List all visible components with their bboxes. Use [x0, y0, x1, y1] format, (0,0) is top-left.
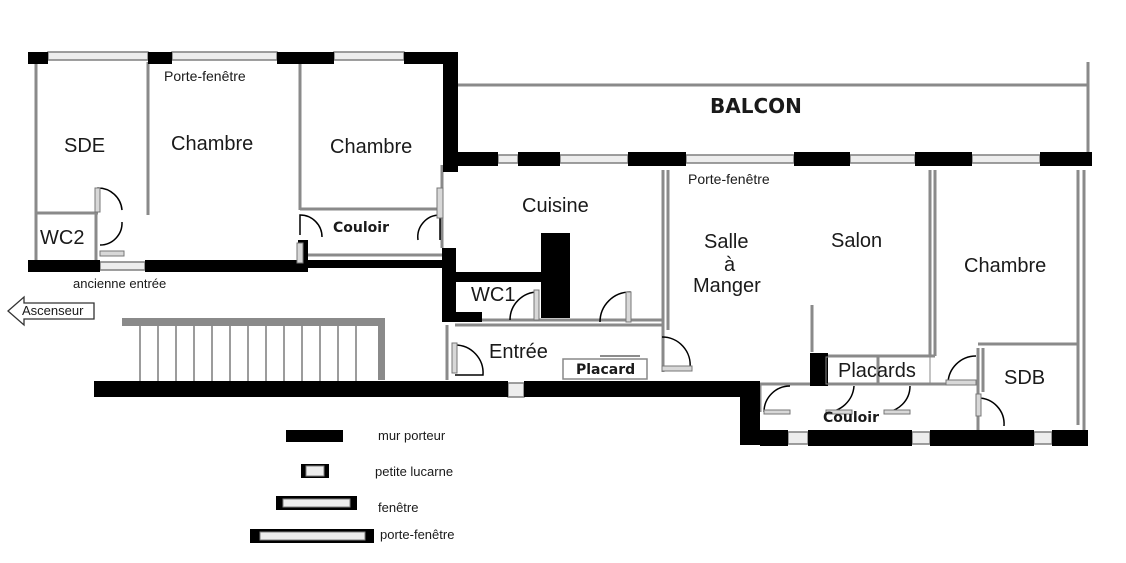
room-cuisine: Cuisine — [522, 195, 589, 217]
room-placards: Placards — [838, 360, 916, 382]
legend-swatch-mur — [286, 430, 343, 442]
legend-swatch-fenetre — [276, 496, 357, 510]
room-wc1: WC1 — [471, 284, 516, 306]
legend-swatch-porte-fenetre — [250, 529, 374, 543]
load-bearing-walls — [28, 52, 1092, 446]
legend-label-mur: mur porteur — [378, 428, 446, 443]
room-chambre-e: Chambre — [964, 255, 1047, 277]
ascenseur-label: Ascenseur — [22, 303, 84, 318]
room-salon: Salon — [831, 230, 883, 252]
room-sde: SDE — [64, 135, 106, 157]
porte-fenetre-label-e: Porte-fenêtre — [688, 171, 770, 187]
room-couloir-w: Couloir — [333, 220, 389, 236]
legend-label-porte-fenetre: porte-fenêtre — [380, 527, 455, 542]
placards-box — [825, 356, 931, 385]
elevator-arrow-icon — [7, 295, 95, 327]
room-entree: Entrée — [489, 341, 548, 363]
room-sdb: SDB — [1004, 367, 1046, 389]
staircase — [122, 318, 385, 381]
door-leaves — [94, 187, 982, 417]
legend-label-lucarne: petite lucarne — [375, 464, 454, 479]
room-couloir-e: Couloir — [823, 410, 879, 426]
legend-swatch-lucarne — [301, 464, 329, 478]
porte-fenetre-label-w: Porte-fenêtre — [164, 68, 246, 84]
room-chambre-n: Chambre — [330, 136, 413, 158]
room-salle-line2: à — [724, 254, 736, 276]
balcony-label: BALCON — [710, 94, 802, 118]
legend-swatches — [250, 430, 374, 543]
room-chambre-nw: Chambre — [171, 133, 254, 155]
room-wc2: WC2 — [40, 227, 85, 249]
room-salle-line3: Manger — [693, 275, 761, 297]
room-placard: Placard — [576, 362, 636, 378]
ancienne-entree-label: ancienne entrée — [73, 276, 167, 291]
legend-label-fenetre: fenêtre — [378, 500, 419, 515]
room-salle-line1: Salle — [704, 231, 749, 253]
placard-box — [562, 358, 648, 380]
